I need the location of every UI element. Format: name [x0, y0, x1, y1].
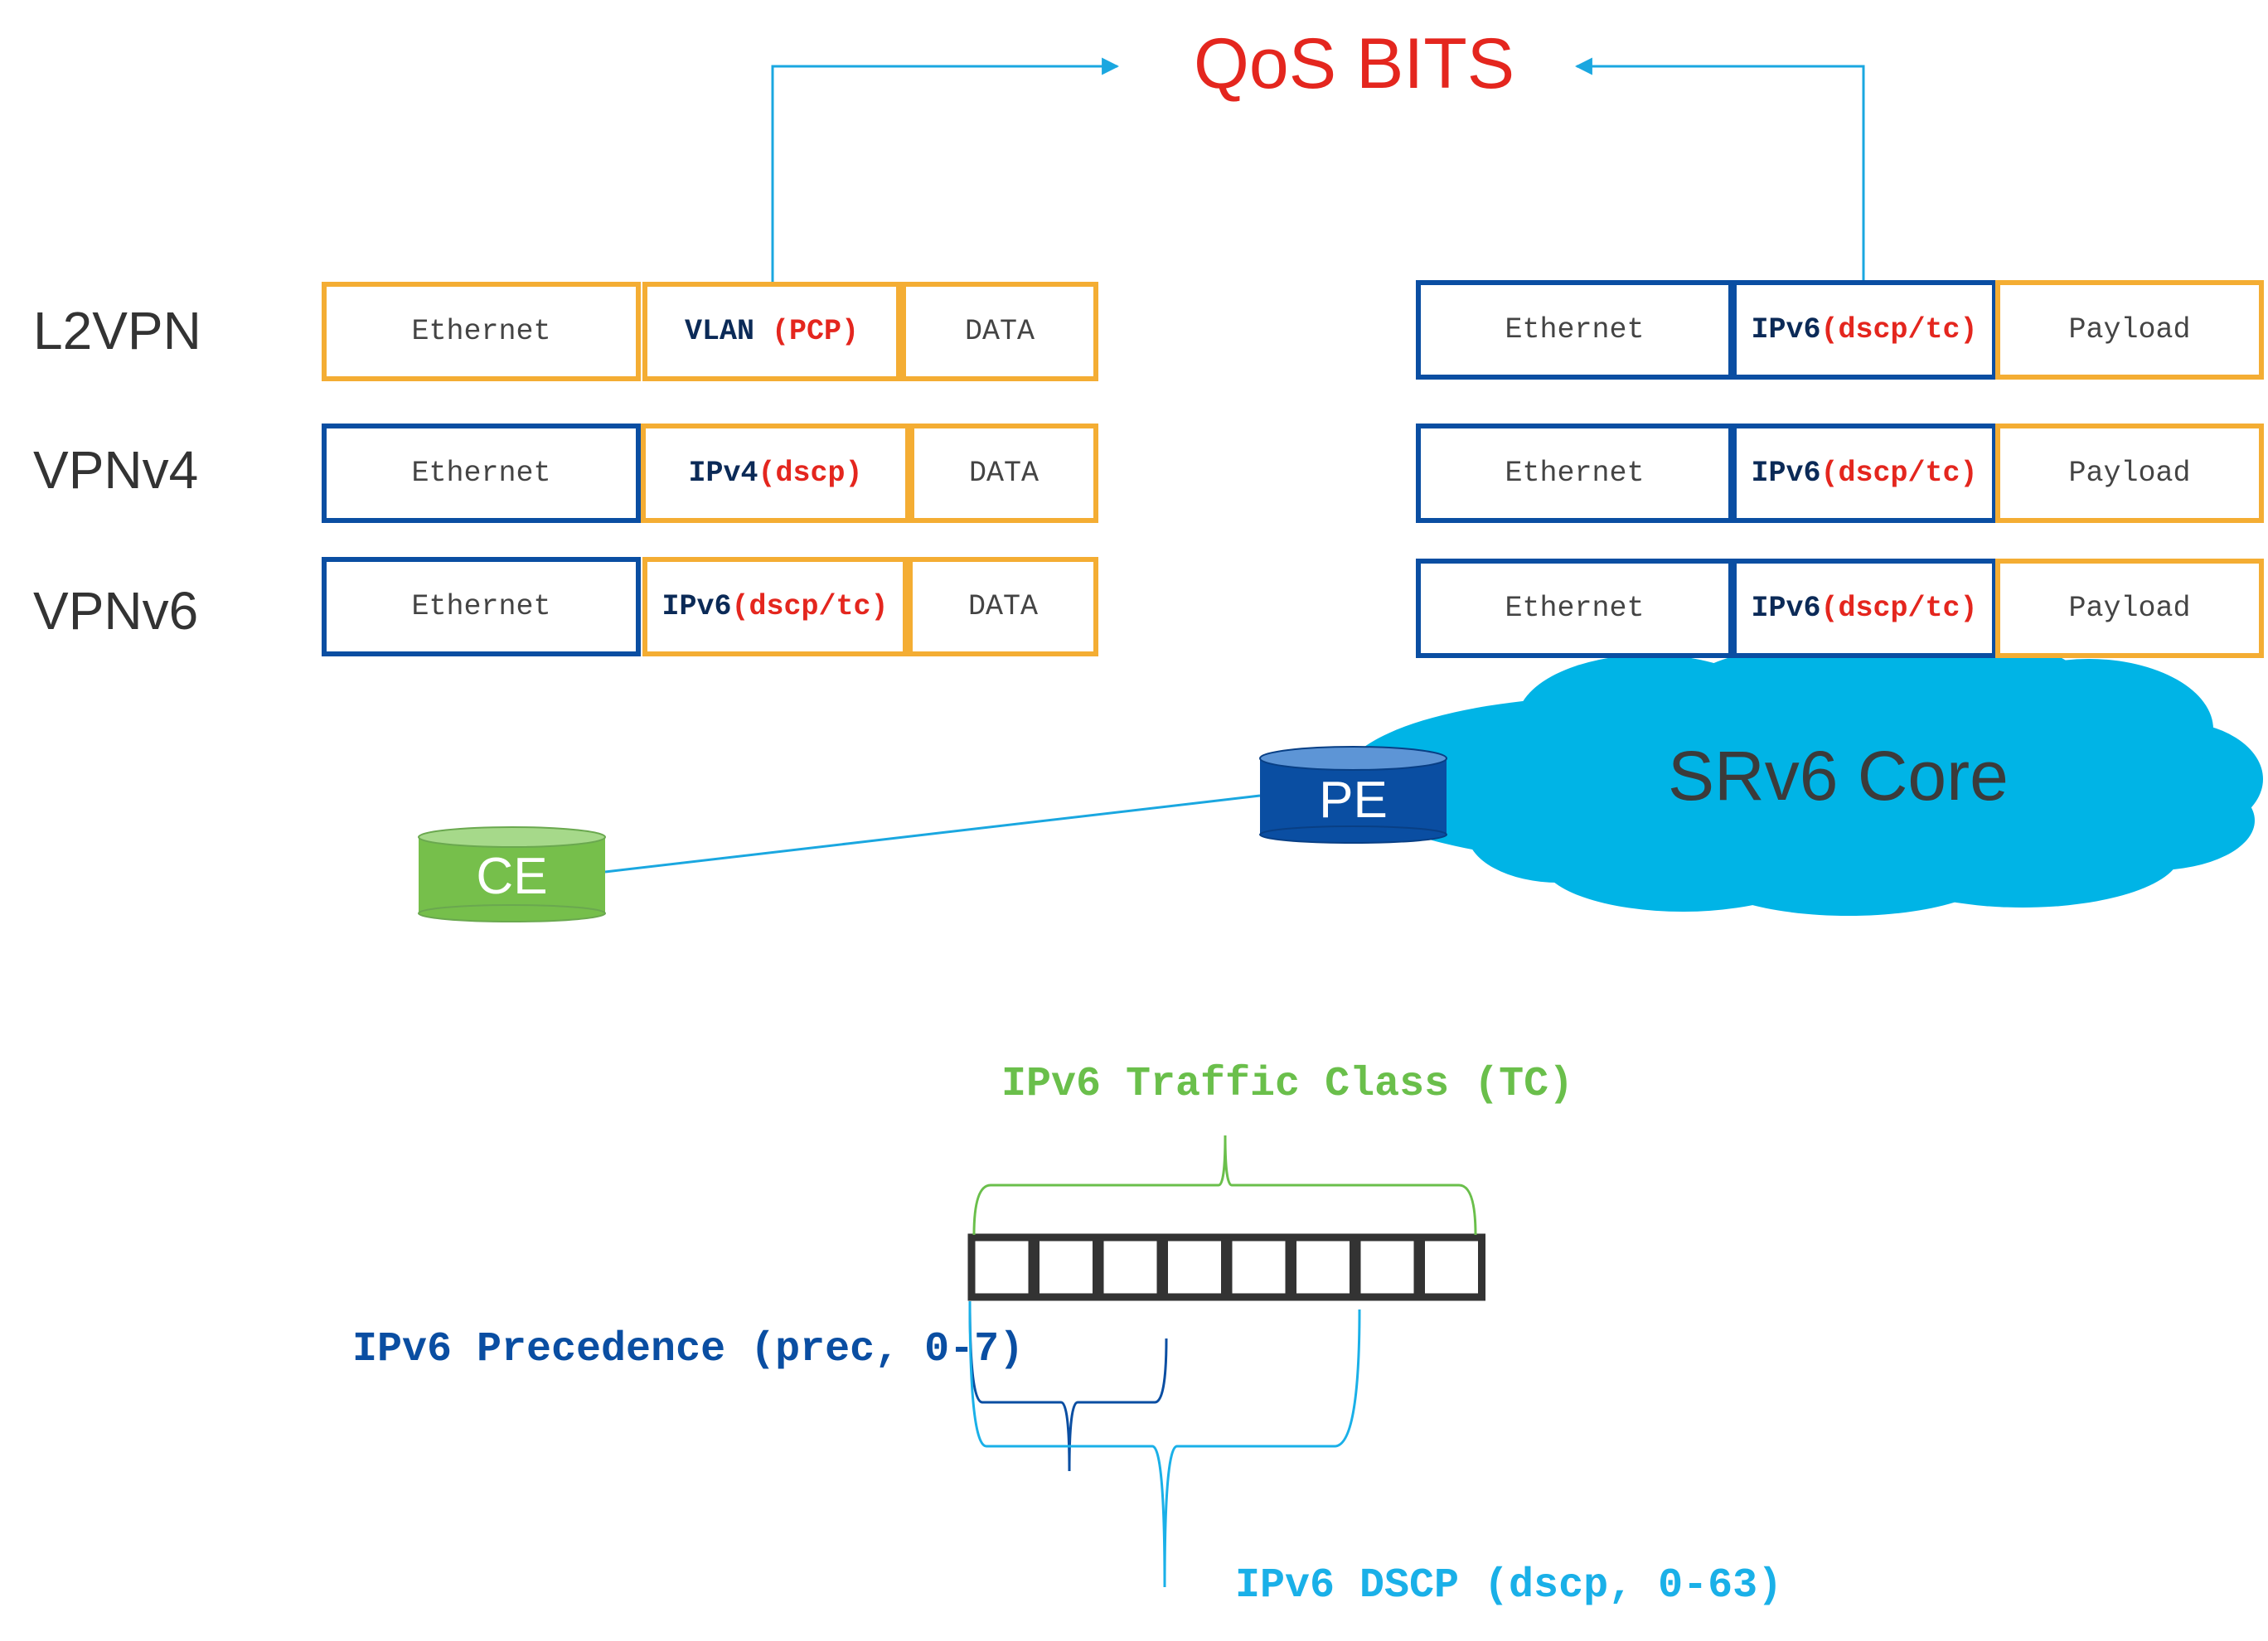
- l2vpn-vlan-header: VLAN (PCP): [642, 282, 901, 381]
- ce-label: CE: [476, 848, 548, 905]
- pe-label: PE: [1319, 772, 1388, 829]
- header-text: Ethernet: [1505, 592, 1645, 625]
- header-text: Ethernet: [411, 457, 551, 490]
- l2vpn-ethernet-header: Ethernet: [322, 282, 641, 381]
- header-text: Ethernet: [411, 590, 551, 623]
- dscp-brace: [968, 1300, 1361, 1588]
- pe-router-icon: [1259, 746, 1447, 844]
- l2vpn-data-header: DATA: [901, 282, 1098, 381]
- dscp-label: IPv6 DSCP (dscp, 0-63): [1235, 1562, 1783, 1610]
- bit-box: [1096, 1233, 1165, 1301]
- vpnv6-data-header: DATA: [908, 557, 1098, 656]
- qos-field-text: (dscp/tc): [1820, 313, 1978, 346]
- header-protocol: IPv6: [662, 590, 732, 623]
- vpnv4-data-header: DATA: [909, 424, 1098, 523]
- header-text: Ethernet: [1505, 313, 1645, 346]
- header-protocol: IPv6: [1751, 592, 1821, 625]
- header-protocol: IPv6: [1751, 457, 1821, 490]
- row-label-vpnv4: VPNv4: [33, 440, 199, 500]
- qos-bits-title: QoS BITS: [1194, 24, 1515, 104]
- bit-box: [1353, 1233, 1422, 1301]
- precedence-brace: [968, 1300, 1168, 1472]
- traffic-class-label: IPv6 Traffic Class (TC): [1001, 1061, 1574, 1108]
- ce-pe-link: [604, 794, 1261, 874]
- row-label-l2vpn: L2VPN: [33, 301, 201, 361]
- header-text: Ethernet: [1505, 457, 1645, 490]
- vpnv6-ethernet-header: Ethernet: [322, 557, 641, 656]
- header-text: DATA: [964, 315, 1035, 348]
- tc-brace: [972, 1135, 1477, 1236]
- core-row1-ipv6-header: IPv6(dscp/tc): [1732, 280, 1997, 380]
- core-row1-ethernet-header: Ethernet: [1416, 280, 1733, 380]
- vpnv4-ipv4-header: IPv4(dscp): [641, 424, 910, 523]
- qos-field-text: (dscp/tc): [1820, 457, 1978, 490]
- vpnv4-ethernet-header: Ethernet: [322, 424, 641, 523]
- arrow-from-ipv6: [1574, 57, 1865, 282]
- core-row1-payload-header: Payload: [1995, 280, 2264, 380]
- srv6-core-label: SRv6 Core: [1668, 737, 2009, 815]
- bit-box: [967, 1233, 1036, 1301]
- header-text: Ethernet: [411, 315, 551, 348]
- bit-box: [1161, 1233, 1228, 1301]
- header-protocol: VLAN: [684, 315, 754, 348]
- qos-field-text: (dscp/tc): [731, 590, 889, 623]
- core-row2-payload-header: Payload: [1995, 424, 2264, 523]
- arrow-from-vlan: [771, 57, 1120, 282]
- bit-box: [1418, 1233, 1485, 1301]
- core-row3-ethernet-header: Ethernet: [1416, 559, 1733, 658]
- qos-field-text: (PCP): [772, 315, 860, 348]
- header-text: DATA: [968, 457, 1039, 490]
- header-protocol: IPv6: [1751, 313, 1821, 346]
- core-row3-payload-header: Payload: [1995, 559, 2264, 658]
- core-row2-ipv6-header: IPv6(dscp/tc): [1732, 424, 1997, 523]
- qos-field-text: (dscp/tc): [1820, 592, 1978, 625]
- header-protocol: IPv4: [688, 457, 758, 490]
- bit-field: [967, 1233, 1485, 1301]
- core-row2-ethernet-header: Ethernet: [1416, 424, 1733, 523]
- header-text: Payload: [2068, 457, 2191, 490]
- bit-box: [1289, 1233, 1357, 1301]
- header-text: Payload: [2068, 313, 2191, 346]
- bit-box: [1032, 1233, 1100, 1301]
- header-text: DATA: [967, 590, 1038, 623]
- row-label-vpnv6: VPNv6: [33, 581, 199, 641]
- srv6-cloud: [1343, 638, 2263, 916]
- ce-router-icon: [418, 826, 606, 922]
- header-text: Payload: [2068, 592, 2191, 625]
- vpnv6-ipv6-header: IPv6(dscp/tc): [642, 557, 908, 656]
- qos-field-text: (dscp): [758, 457, 863, 490]
- precedence-label: IPv6 Precedence (prec, 0-7): [352, 1326, 1025, 1373]
- core-row3-ipv6-header: IPv6(dscp/tc): [1732, 559, 1997, 658]
- bit-box: [1224, 1233, 1293, 1301]
